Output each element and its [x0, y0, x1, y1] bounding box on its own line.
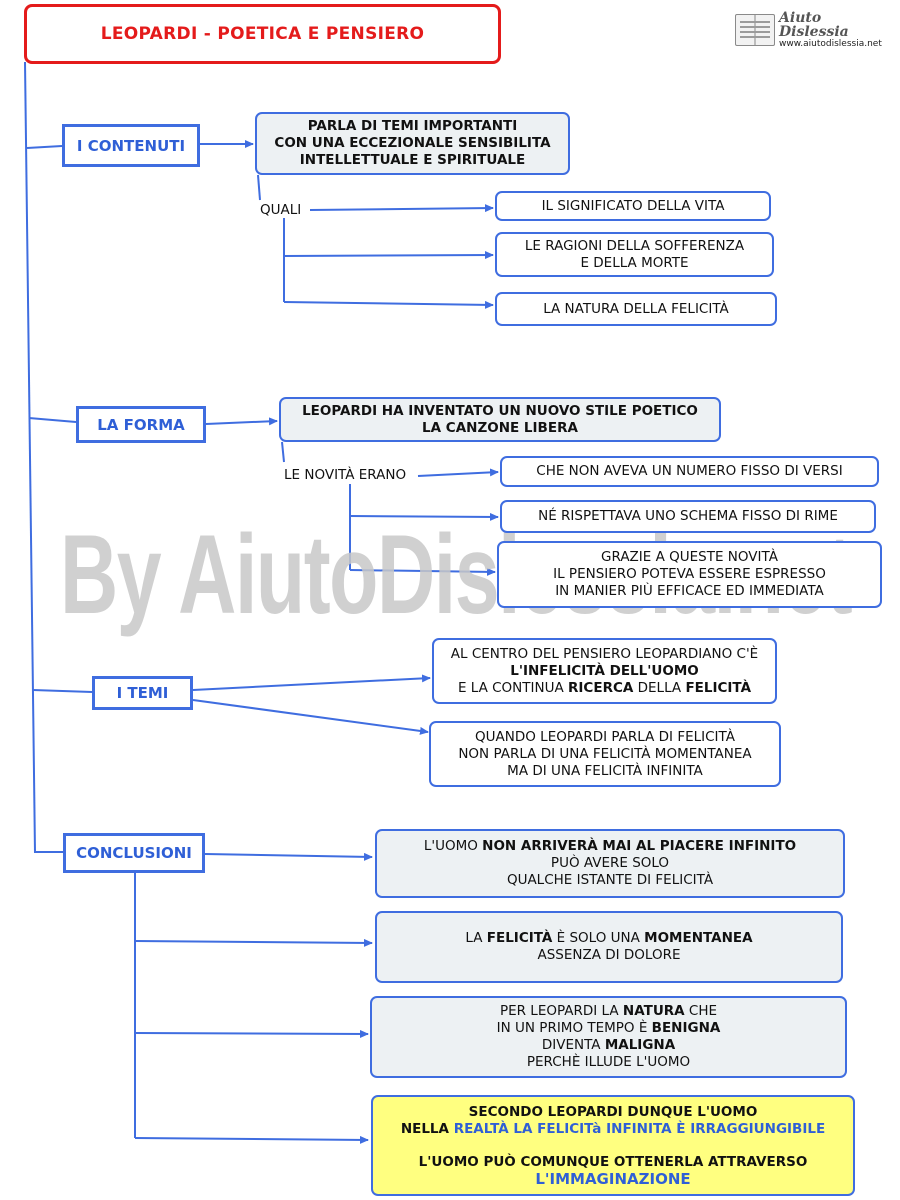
text-span: PER LEOPARDI LA	[499, 1003, 623, 1019]
text-line: QUALCHE ISTANTE DI FELICITÀ	[506, 872, 714, 888]
conclusioni-box-3: PER LEOPARDI LA NATURA CHE IN UN PRIMO T…	[370, 996, 847, 1078]
text-span: DELLA	[633, 679, 686, 696]
text-line: LEOPARDI HA INVENTATO UN NUOVO STILE POE…	[302, 402, 698, 419]
text-line: IL PENSIERO POTEVA ESSERE ESPRESSO	[553, 566, 826, 582]
contenuti-item-3: LA NATURA DELLA FELICITÀ	[495, 292, 777, 326]
text-line: E DELLA MORTE	[580, 254, 689, 271]
text-line: LE RAGIONI DELLA SOFFERENZA	[524, 237, 745, 254]
text-line: LA NATURA DELLA FELICITÀ	[543, 300, 729, 317]
category-forma: LA FORMA	[76, 406, 206, 443]
page-title: LEOPARDI - POETICA E PENSIERO	[24, 4, 501, 64]
site-logo[interactable]: Aiuto Dislessia www.aiutodislessia.net	[735, 9, 890, 49]
text-bold: NATURA	[622, 1003, 685, 1019]
text-bold: MALIGNA	[604, 1037, 676, 1053]
temi-box-1: AL CENTRO DEL PENSIERO LEOPARDIANO C'È L…	[432, 638, 777, 704]
contenuti-main-box: PARLA DI TEMI IMPORTANTI CON UNA ECCEZIO…	[255, 112, 570, 175]
text-bold: RICERCA	[568, 679, 634, 696]
forma-item-1: CHE NON AVEVA UN NUMERO FISSO DI VERSI	[500, 456, 879, 487]
temi-box-2: QUANDO LEOPARDI PARLA DI FELICITÀ NON PA…	[429, 721, 781, 787]
text-line: SECONDO LEOPARDI DUNQUE L'UOMO	[468, 1103, 758, 1120]
text-span: È SOLO UNA	[552, 930, 645, 946]
text-line: MA DI UNA FELICITÀ INFINITA	[507, 762, 703, 779]
text-line: L'UOMO PUÒ COMUNQUE OTTENERLA ATTRAVERSO	[418, 1153, 808, 1170]
category-temi: I TEMI	[92, 676, 193, 710]
text-line: INTELLETTUALE E SPIRITUALE	[299, 152, 526, 168]
text-span: DIVENTA	[541, 1037, 605, 1053]
text-line: PUÒ AVERE SOLO	[550, 855, 670, 871]
conclusioni-box-2: LA FELICITÀ È SOLO UNA MOMENTANEA ASSENZ…	[375, 911, 843, 983]
forma-item-2: NÉ RISPETTAVA UNO SCHEMA FISSO DI RIME	[500, 500, 876, 533]
text-bold: L'INFELICITÀ DELL'UOMO	[510, 662, 699, 679]
text-bold: FELICITÀ	[486, 930, 553, 946]
category-conclusioni: CONCLUSIONI	[63, 833, 205, 873]
conclusioni-box-1: L'UOMO NON ARRIVERÀ MAI AL PIACERE INFIN…	[375, 829, 845, 898]
text-span: NELLA	[400, 1120, 454, 1137]
connector-label-novita: LE NOVITÀ ERANO	[282, 467, 409, 483]
text-span: IN UN PRIMO TEMPO È	[496, 1020, 652, 1036]
text-bold: NON ARRIVERÀ MAI AL PIACERE INFINITO	[482, 838, 797, 854]
text-span: E LA CONTINUA	[457, 679, 569, 696]
text-line: IN MANIER PIÙ EFFICACE ED IMMEDIATA	[555, 583, 824, 599]
text-line: GRAZIE A QUESTE NOVITÀ	[601, 549, 778, 565]
text-line: PARLA DI TEMI IMPORTANTI	[307, 118, 518, 134]
text-line: NÉ RISPETTAVA UNO SCHEMA FISSO DI RIME	[538, 508, 838, 524]
connector-label-quali: QUALI	[258, 202, 304, 218]
contenuti-item-2: LE RAGIONI DELLA SOFFERENZA E DELLA MORT…	[495, 232, 774, 277]
text-highlight: REALTÀ LA FELICITà INFINITA È IRRAGGIUNG…	[453, 1120, 826, 1137]
forma-item-3: GRAZIE A QUESTE NOVITÀ IL PENSIERO POTEV…	[497, 541, 882, 608]
contenuti-item-1: IL SIGNIFICATO DELLA VITA	[495, 191, 771, 221]
book-icon	[735, 14, 776, 46]
text-line: LA CANZONE LIBERA	[422, 419, 578, 436]
text-span: LA	[465, 930, 487, 946]
text-bold: MOMENTANEA	[644, 930, 753, 946]
text-line: QUANDO LEOPARDI PARLA DI FELICITÀ	[475, 728, 735, 745]
text-span: CHE	[684, 1003, 718, 1019]
forma-main-box: LEOPARDI HA INVENTATO UN NUOVO STILE POE…	[279, 397, 721, 442]
text-line: CHE NON AVEVA UN NUMERO FISSO DI VERSI	[536, 463, 843, 479]
text-line: PERCHÈ ILLUDE L'UOMO	[526, 1054, 691, 1070]
text-line: IL SIGNIFICATO DELLA VITA	[541, 197, 725, 214]
text-line: ASSENZA DI DOLORE	[537, 947, 681, 963]
conclusioni-box-4: SECONDO LEOPARDI DUNQUE L'UOMO NELLA REA…	[371, 1095, 855, 1196]
text-highlight: L'IMMAGINAZIONE	[535, 1169, 691, 1188]
text-line: NON PARLA DI UNA FELICITÀ MOMENTANEA	[458, 745, 752, 762]
text-line: CON UNA ECCEZIONALE SENSIBILITA	[274, 135, 551, 151]
logo-brand: Aiuto Dislessia	[779, 9, 849, 41]
category-contenuti: I CONTENUTI	[62, 124, 200, 167]
text-span: L'UOMO	[423, 838, 483, 854]
text-bold: FELICITÀ	[685, 679, 752, 696]
text-bold: BENIGNA	[651, 1020, 721, 1036]
text-line: AL CENTRO DEL PENSIERO LEOPARDIANO C'È	[450, 645, 759, 662]
logo-url: www.aiutodislessia.net	[779, 38, 882, 49]
